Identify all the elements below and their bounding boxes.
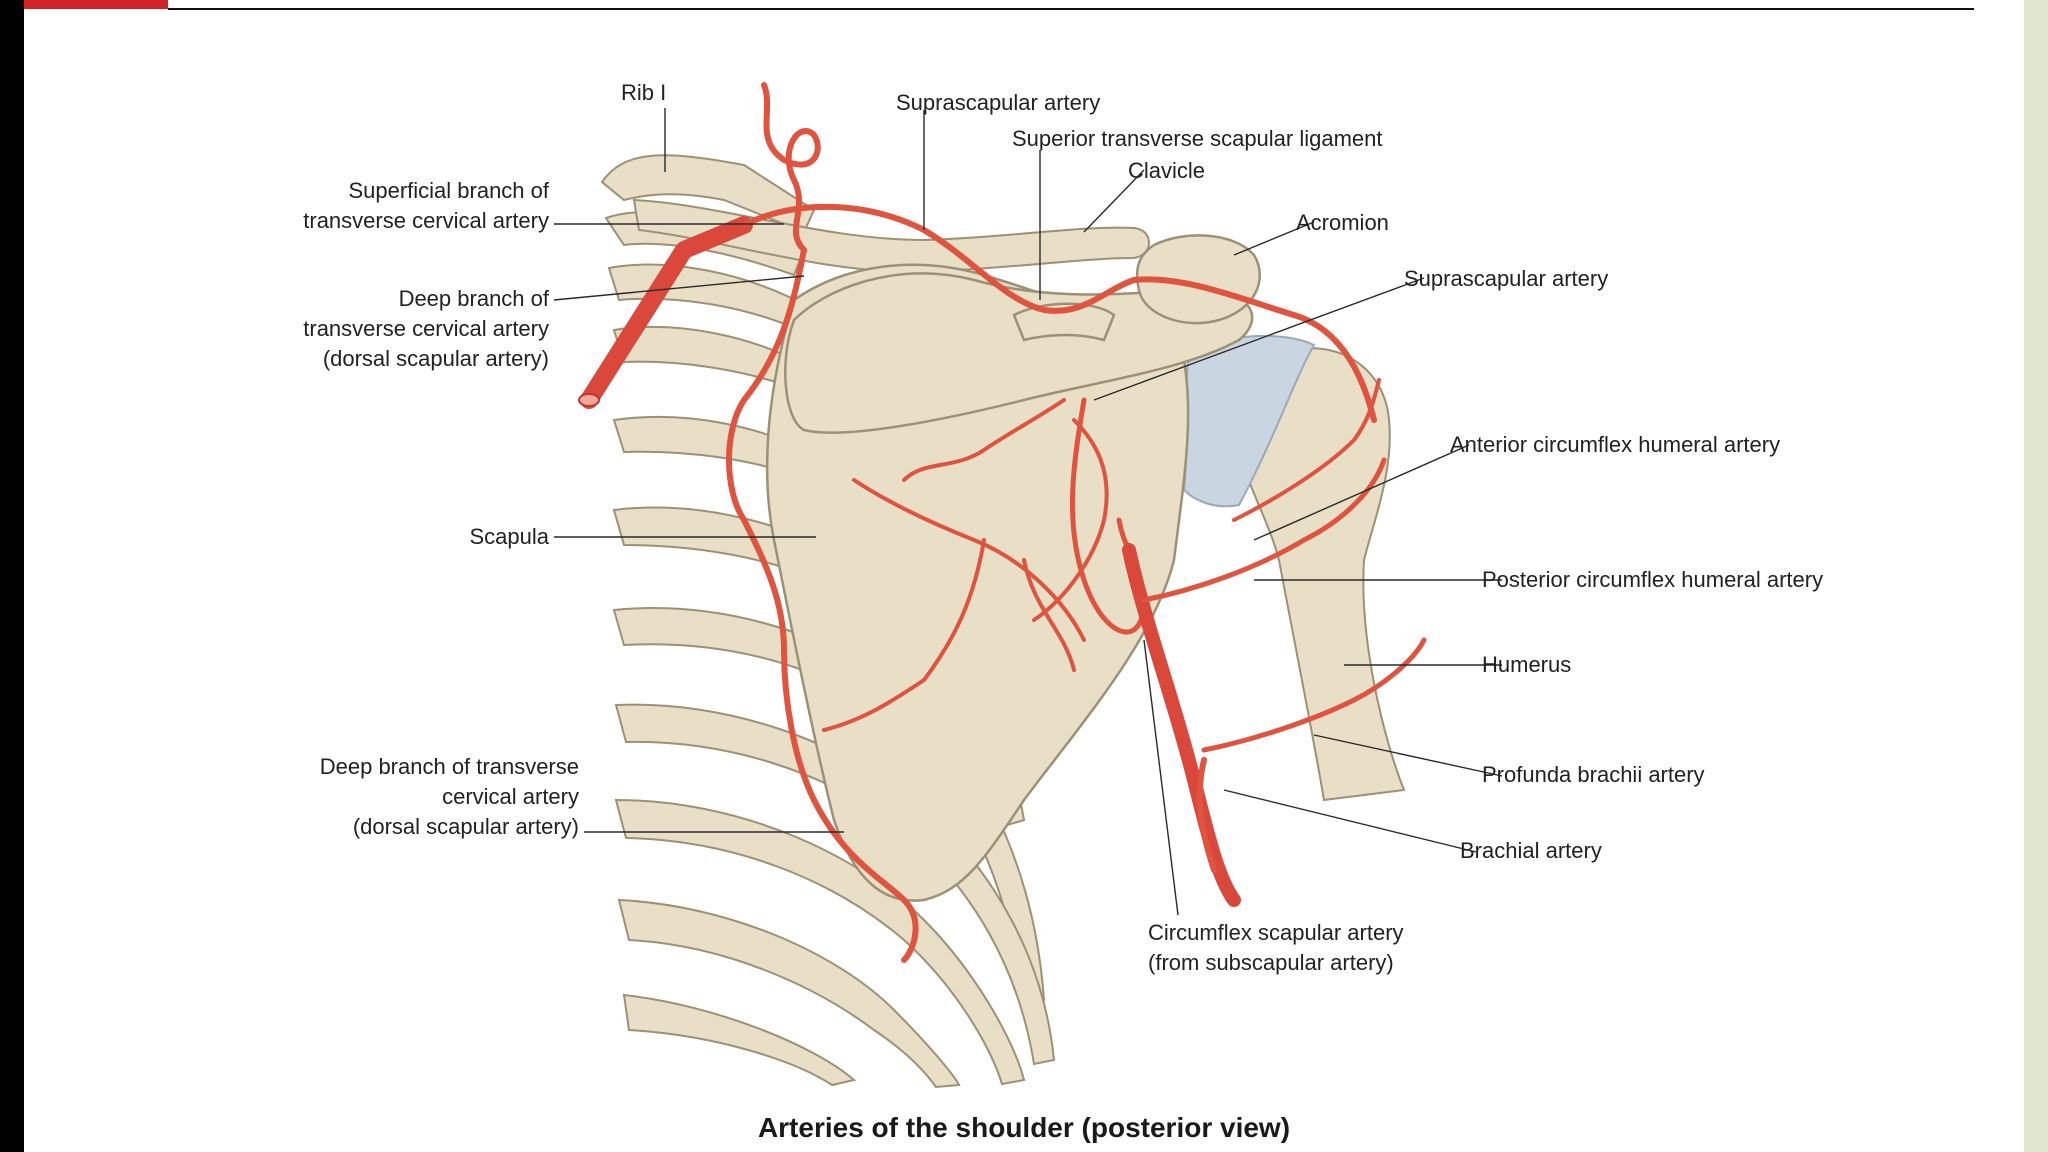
scapula [765,234,1261,902]
slide-top-rule [168,8,1974,10]
label-superficial-branch-line-1: Superficial branch of [348,178,549,203]
artery-cut-end [578,393,600,407]
scapular-spine [784,272,1254,434]
label-rib-1: Rib I [621,80,667,105]
label-circumflex-scapular-artery: Circumflex scapular artery (from subscap… [1148,918,1404,978]
label-acromion: Acromion [1296,210,1389,235]
infraspinous-branches [822,398,1109,732]
label-anterior-circumflex-humeral-artery: Anterior circumflex humeral artery [1450,432,1781,457]
label-scapula: Scapula [469,524,549,549]
dorsal-scapular-artery [726,247,919,963]
label-brachial-artery: Brachial artery [1460,838,1602,863]
upper-artery-loop [761,82,821,253]
lower-brachial-branch [1196,757,1217,873]
coracoid [1012,302,1116,342]
right-edge-band [2024,0,2048,1152]
profunda-brachii [1201,637,1427,753]
slide: Rib I Suprascapular artery Superior tran… [24,0,2024,1152]
label-clavicle: Clavicle [1128,158,1206,183]
rib-11 [622,993,857,1087]
figure-caption: Arteries of the shoulder (posterior view… [757,1112,1291,1143]
label-posterior-circumflex-humeral-artery: Posterior circumflex humeral artery [1482,567,1824,592]
label-suprascapular-artery-right: Suprascapular artery [1404,266,1609,291]
label-deep-branch-lower: Deep branch of transverse cervical arter… [224,752,579,842]
label-deep-branch-lower-line-2: cervical artery [442,784,579,809]
rib-10 [617,898,961,1089]
clavicle [632,198,1150,274]
brachial-artery-path [1122,543,1241,907]
label-profunda-brachii-artery: Profunda brachii artery [1482,762,1705,787]
slide-accent-tab [24,0,168,9]
label-circumflex-scapular-artery-line-1: Circumflex scapular artery [1148,920,1404,945]
shoulder-arteries-illustration [553,82,1503,1089]
label-deep-branch-lower-line-1: Deep branch of transverse [319,754,579,779]
suprascapular-artery-path [741,203,1377,423]
label-deep-branch-upper-line-1: Deep branch of [398,286,549,311]
label-deep-branch-upper-line-2: transverse cervical artery [303,316,549,341]
transverse-cervical-trunk [580,216,753,409]
label-superficial-branch-line-2: transverse cervical artery [303,208,549,233]
label-deep-branch-upper: Deep branch of transverse cervical arter… [224,284,549,374]
label-circumflex-scapular-artery-line-2: (from subscapular artery) [1148,950,1394,975]
label-deep-branch-lower-line-3: (dorsal scapular artery) [352,814,579,839]
label-superficial-branch: Superficial branch of transverse cervica… [224,176,549,236]
arteries [578,82,1427,963]
leader-lines [553,108,1503,916]
rib-9 [614,798,1026,1086]
anterior-circumflex-humeral [1232,378,1381,522]
label-deep-branch-upper-line-3: (dorsal scapular artery) [322,346,549,371]
label-superior-transverse-scapular-ligament: Superior transverse scapular ligament [1012,126,1383,151]
label-suprascapular-artery-top: Suprascapular artery [896,90,1101,115]
label-humerus: Humerus [1482,652,1572,677]
